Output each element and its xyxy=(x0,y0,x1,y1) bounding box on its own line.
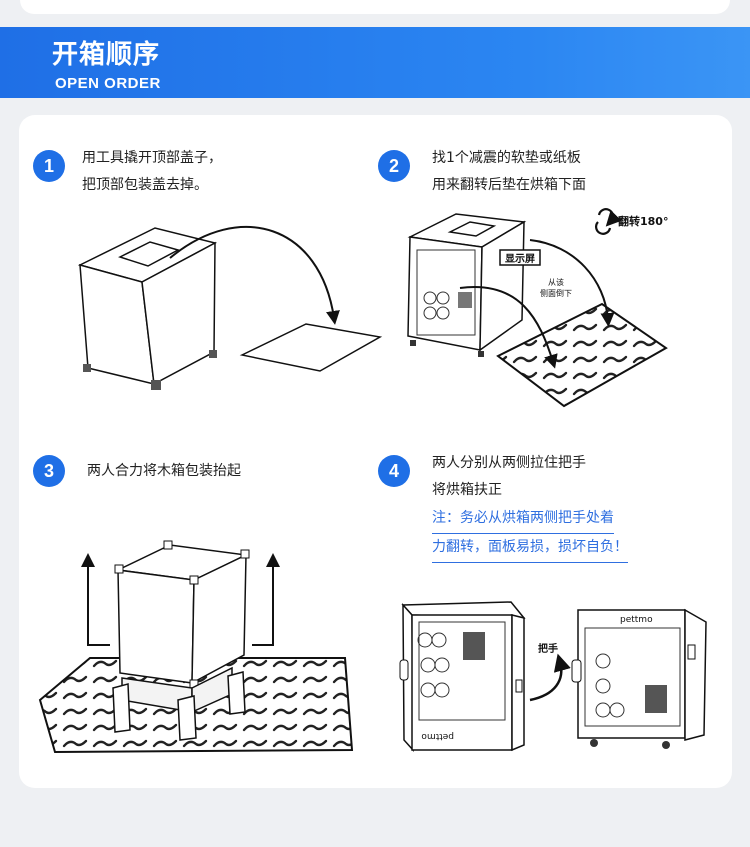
lift-arrow-left xyxy=(81,553,110,646)
step-2-line-1: 找1个减震的软垫或纸板 xyxy=(432,150,581,166)
display-screen-label: 显示屏 xyxy=(505,253,535,265)
lifted-crate-icon xyxy=(114,540,250,714)
step-1-text: 用工具撬开顶部盖子， 把顶部包装盖去掉。 xyxy=(82,145,222,199)
upright-arrow xyxy=(529,653,571,702)
step-4-line-2: 将烘箱扶正 xyxy=(432,482,502,498)
tilted-oven-icon xyxy=(399,601,526,752)
step-4-line-1: 两人分别从两侧拉住把手 xyxy=(432,455,586,471)
step-4-illustration: pettmo 把手 pettmo xyxy=(399,601,707,752)
cushion-mat-icon xyxy=(496,302,668,408)
lift-arrow-right xyxy=(252,553,280,646)
step-1-illustration xyxy=(77,225,383,390)
step-4-warning-note: 注：务必从烘箱两侧把手处着 力翻转，面板易损，损坏自负！ xyxy=(432,505,628,563)
section-subtitle: OPEN ORDER xyxy=(55,75,161,92)
brand-label: pettmo xyxy=(620,615,653,625)
rotate-label: 翻转180° xyxy=(618,214,668,228)
step-1-line-1: 用工具撬开顶部盖子， xyxy=(82,150,222,166)
upright-oven-icon xyxy=(571,608,707,749)
step-2-text: 找1个减震的软垫或纸板 用来翻转后垫在烘箱下面 xyxy=(432,145,586,199)
display-screen-callout xyxy=(499,249,541,266)
oven-icon xyxy=(407,213,527,357)
brand-label-flipped: pettmo xyxy=(421,731,454,741)
tilt-note-line-2: 侧面倒下 xyxy=(540,288,572,298)
step-3-line-1: 两人合力将木箱包装抬起 xyxy=(87,463,241,479)
step-3-text: 两人合力将木箱包装抬起 xyxy=(87,458,241,485)
step-3-illustration xyxy=(38,540,354,754)
section-title: 开箱顺序 xyxy=(52,40,161,70)
rotate-icon xyxy=(595,208,622,235)
step-4-note-line-2: 力翻转，面板易损，损坏自负！ xyxy=(432,534,628,563)
step-2-number: 2 xyxy=(378,150,410,182)
tilt-note-line-1: 从该 xyxy=(548,277,564,287)
handle-label: 把手 xyxy=(538,642,558,655)
step-1-number: 1 xyxy=(33,150,65,182)
wooden-crate-icon xyxy=(77,227,218,390)
step-1-line-2: 把顶部包装盖去掉。 xyxy=(82,177,208,193)
step-4-text: 两人分别从两侧拉住把手 将烘箱扶正 xyxy=(432,450,586,504)
support-blocks-icon xyxy=(112,671,246,741)
step-2-line-2: 用来翻转后垫在烘箱下面 xyxy=(432,177,586,193)
step-2-illustration: 翻转180° 显示屏 从该 侧面倒下 xyxy=(407,208,668,408)
top-card xyxy=(20,0,730,14)
section-banner: 开箱顺序 OPEN ORDER xyxy=(0,27,750,98)
step-3-number: 3 xyxy=(33,455,65,487)
removed-lid-icon xyxy=(239,323,383,372)
step-4-number: 4 xyxy=(378,455,410,487)
step-4-note-line-1: 注：务必从烘箱两侧把手处着 xyxy=(432,505,614,534)
